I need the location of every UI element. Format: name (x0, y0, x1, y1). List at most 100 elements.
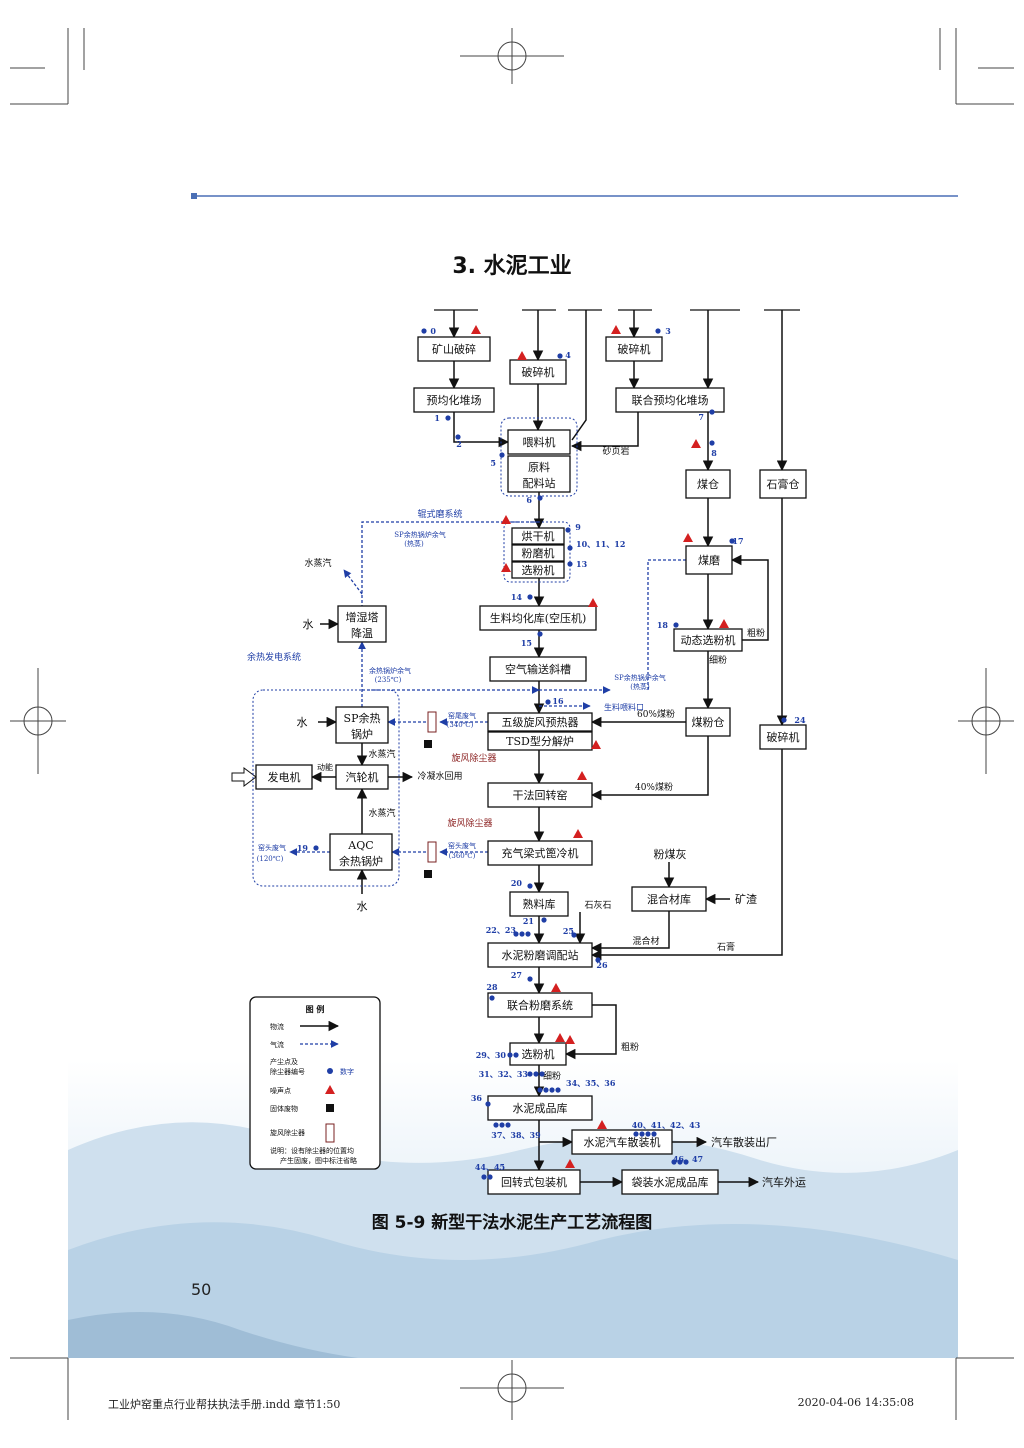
dust-point-dot (555, 1087, 561, 1093)
label-coarse2: 粗粉 (621, 1041, 639, 1053)
noise-point-triangle (573, 829, 583, 838)
label-mixed-mat: 混合材 (632, 935, 659, 947)
box-joint_prehomog (615, 387, 725, 413)
box-gypsum_bin (759, 469, 807, 499)
dust-point-dot (565, 527, 571, 533)
dust-point-dot (639, 1131, 645, 1137)
dust-point-dot (543, 1087, 549, 1093)
label-flyash: 粉煤灰 (654, 847, 687, 861)
dust-point-dot (537, 495, 543, 501)
point-number-n0: 0 (430, 326, 436, 336)
flow (564, 1004, 617, 1060)
legend-noise-triangle (325, 1085, 335, 1094)
dust-point-dot (645, 1131, 651, 1137)
label-sp-gas-right: SP余热锅炉余气 (614, 673, 666, 682)
label-hot-right: (热蒸) (630, 682, 650, 691)
point-number-n37: 37、38、39 (491, 1130, 541, 1140)
box-label-humid-tower-1: 增湿塔 (346, 610, 379, 624)
dust-point-dot (499, 452, 505, 458)
flow-lines (231, 309, 800, 1188)
noise-point-triangle (588, 598, 598, 607)
dust-point-dot (537, 631, 543, 637)
box-label-air_slide: 空气输送斜槽 (505, 662, 571, 676)
point-number-n20: 20 (511, 878, 523, 888)
legend-solid-waste: 固体废物 (270, 1104, 298, 1113)
dust-point-dot (487, 1174, 493, 1180)
box-humid-tower (337, 605, 387, 643)
box-label-prehomog: 预均化堆场 (427, 393, 482, 407)
point-number-n29: 29、30 (476, 1050, 507, 1060)
box-joint_grind (487, 992, 593, 1018)
box-bag_store (621, 1169, 719, 1195)
label-t360: (360℃) (449, 852, 476, 860)
flow (453, 412, 510, 448)
box-feeder (507, 429, 571, 455)
header-marker (191, 193, 197, 199)
box-raw-station (507, 455, 571, 493)
box-label-bulk_loader: 水泥汽车散装机 (584, 1135, 661, 1149)
page-number: 50 (191, 1280, 212, 1299)
box-clinker (509, 891, 569, 917)
dust-point-dot (519, 931, 525, 937)
box-label-crusher_b: 破碎机 (618, 342, 651, 356)
dust-point-dot (729, 538, 735, 544)
dust-point-dot (525, 931, 531, 937)
point-number-n19: 19 (297, 843, 309, 853)
noise-point-triangle (683, 533, 693, 542)
label-truck-bulk: 汽车散装出厂 (711, 1135, 777, 1149)
label-water: 水 (297, 716, 308, 729)
point-number-n26: 26 (596, 960, 608, 970)
box-label-kiln: 干法回转窑 (513, 788, 568, 802)
box-cement_station (487, 942, 593, 968)
label-water-vapor: 水蒸汽 (304, 557, 331, 569)
dust-point-dot (571, 932, 577, 938)
box-gypsum_crusher (759, 724, 807, 750)
background-mountain (68, 1312, 358, 1358)
point-number-n18: 18 (657, 620, 669, 630)
point-number-n15: 15 (521, 638, 532, 648)
box-preheater (487, 712, 593, 732)
label-coal-40: 40%煤粉 (635, 781, 673, 793)
box-mine_crush (417, 336, 491, 362)
point-number-n31: 31、32、33 (479, 1069, 529, 1079)
legend-dust-1: 产尘点及 (270, 1057, 298, 1066)
label-gypsum: 石膏 (717, 941, 735, 953)
legend-noise: 噪声点 (270, 1086, 291, 1095)
label-roller-mill: 辊式磨系统 (417, 508, 462, 520)
dust-point-dot (683, 1159, 689, 1165)
dust-point-dot (545, 699, 551, 705)
box-raw_homog (479, 605, 597, 631)
gas-flow (647, 559, 686, 690)
label-boiler-gas: 余热锅炉余气 (369, 666, 411, 675)
flow (590, 911, 670, 954)
dust-point-dot (489, 995, 495, 1001)
label-hot-steam: (热蒸) (404, 539, 424, 548)
dust-point-dot (527, 1071, 533, 1077)
gas-flow (361, 521, 539, 606)
legend-dust-dot (327, 1068, 333, 1074)
box-label-clinker: 熟料库 (523, 897, 556, 911)
point-number-n14: 14 (511, 592, 523, 602)
label-t235: (235℃) (375, 676, 402, 684)
box-label-coal_mill: 煤磨 (698, 554, 720, 567)
box-coal_powder_bin (685, 707, 731, 737)
legend-gas-flow: 气流 (270, 1040, 284, 1049)
box-mixed_store (631, 886, 707, 912)
solid-waste-marker (424, 870, 432, 878)
legend-title: 图 例 (306, 1004, 325, 1014)
dust-point-dot (541, 917, 547, 923)
box-label-gypsum_crusher: 破碎机 (767, 730, 800, 744)
point-number-n21: 21 (523, 916, 534, 926)
box-dryer (511, 527, 565, 545)
dust-point-dot (421, 328, 427, 334)
dust-point-dot (709, 409, 715, 415)
legend-note-2: 产生固废，图中标注省略 (280, 1156, 357, 1165)
solid-waste-marker (424, 740, 432, 748)
dust-point-dot (651, 1131, 657, 1137)
dust-point-dot (567, 561, 573, 567)
dust-point-dot (533, 1071, 539, 1077)
noise-point-triangle (565, 1159, 575, 1168)
box-calciner (487, 731, 593, 751)
legend: 图 例物流气流产尘点及除尘器编号数字噪声点固体废物旋风除尘器说明：设有除尘器的位… (249, 996, 381, 1170)
box-sp-boiler (335, 706, 389, 744)
